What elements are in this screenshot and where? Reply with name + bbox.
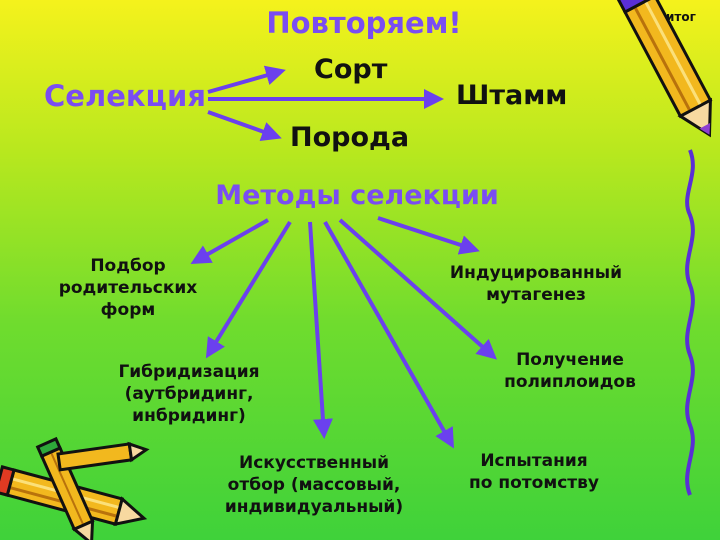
arrow-to-breed [207,110,282,142]
arrow-to-method-5 [338,218,497,360]
method-progeny-testing: Испытания по потомству [469,451,599,493]
arrow-to-method-1 [190,218,269,264]
heading: Повторяем! [266,6,462,40]
outcome-strain: Штамм [456,80,568,111]
root-node-selection: Селекция [44,79,206,113]
arrow-to-method-3 [308,221,333,439]
methods-title: Методы селекции [215,180,499,211]
outcome-breed: Порода [290,122,410,153]
method-parent-selection: Подбор родительских форм [58,256,198,320]
arrow-to-method-6 [377,216,480,255]
method-artificial-selection: Искусственный отбор (массовый, индивидуа… [224,453,404,517]
corner-label: итог [666,10,696,24]
arrow-to-method-2 [205,220,292,359]
outcome-variety: Сорт [314,54,388,85]
arrow-to-method-4 [323,221,454,449]
method-induced-mutagenesis: Индуцированный мутагенез [449,263,623,305]
method-hybridization: Гибридизация (аутбридинг, инбридинг) [118,362,260,426]
method-polyploidy: Получение полиплоидов [504,350,636,392]
arrow-to-variety [207,65,286,94]
